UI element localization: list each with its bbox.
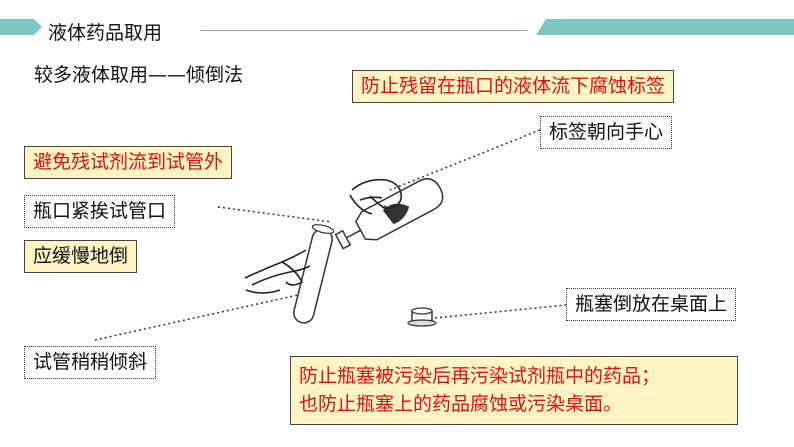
leader-line-label	[389, 129, 541, 191]
stopper-reason-line-2: 也防止瓶塞上的药品腐蚀或污染桌面。	[299, 392, 623, 415]
title-underline	[200, 30, 528, 31]
bottle-icon	[334, 178, 444, 250]
callout-pour-slowly: 应缓慢地倒	[24, 240, 138, 273]
stopper-icon	[407, 307, 437, 327]
hand-icon-left	[244, 249, 311, 294]
leader-line-mouth	[217, 206, 333, 223]
header-accent-right	[536, 19, 794, 35]
callout-label-toward-palm: 标签朝向手心	[540, 116, 673, 149]
header-accent-left	[0, 19, 42, 35]
callout-tube-tilted: 试管稍稍倾斜	[24, 346, 157, 379]
page-title: 液体药品取用	[48, 22, 163, 44]
callout-mouth-close: 瓶口紧挨试管口	[24, 195, 176, 228]
leader-line-tube	[94, 294, 299, 341]
test-tube-icon	[293, 224, 335, 324]
callout-prevent-label-corrosion: 防止残留在瓶口的液体流下腐蚀标签	[352, 70, 675, 103]
callout-avoid-outside: 避免残试剂流到试管外	[24, 146, 233, 179]
stopper-reason-line-1: 防止瓶塞被污染后再污染试剂瓶中的药品；	[299, 365, 661, 387]
leader-line-stopper	[434, 304, 567, 319]
callout-stopper-upside-down: 瓶塞倒放在桌面上	[566, 288, 737, 321]
hand-icon	[349, 178, 403, 215]
callout-stopper-reason: 防止瓶塞被污染后再污染试剂瓶中的药品； 也防止瓶塞上的药品腐蚀或污染桌面。	[290, 356, 738, 426]
subtitle: 较多液体取用——倾倒法	[34, 64, 244, 86]
